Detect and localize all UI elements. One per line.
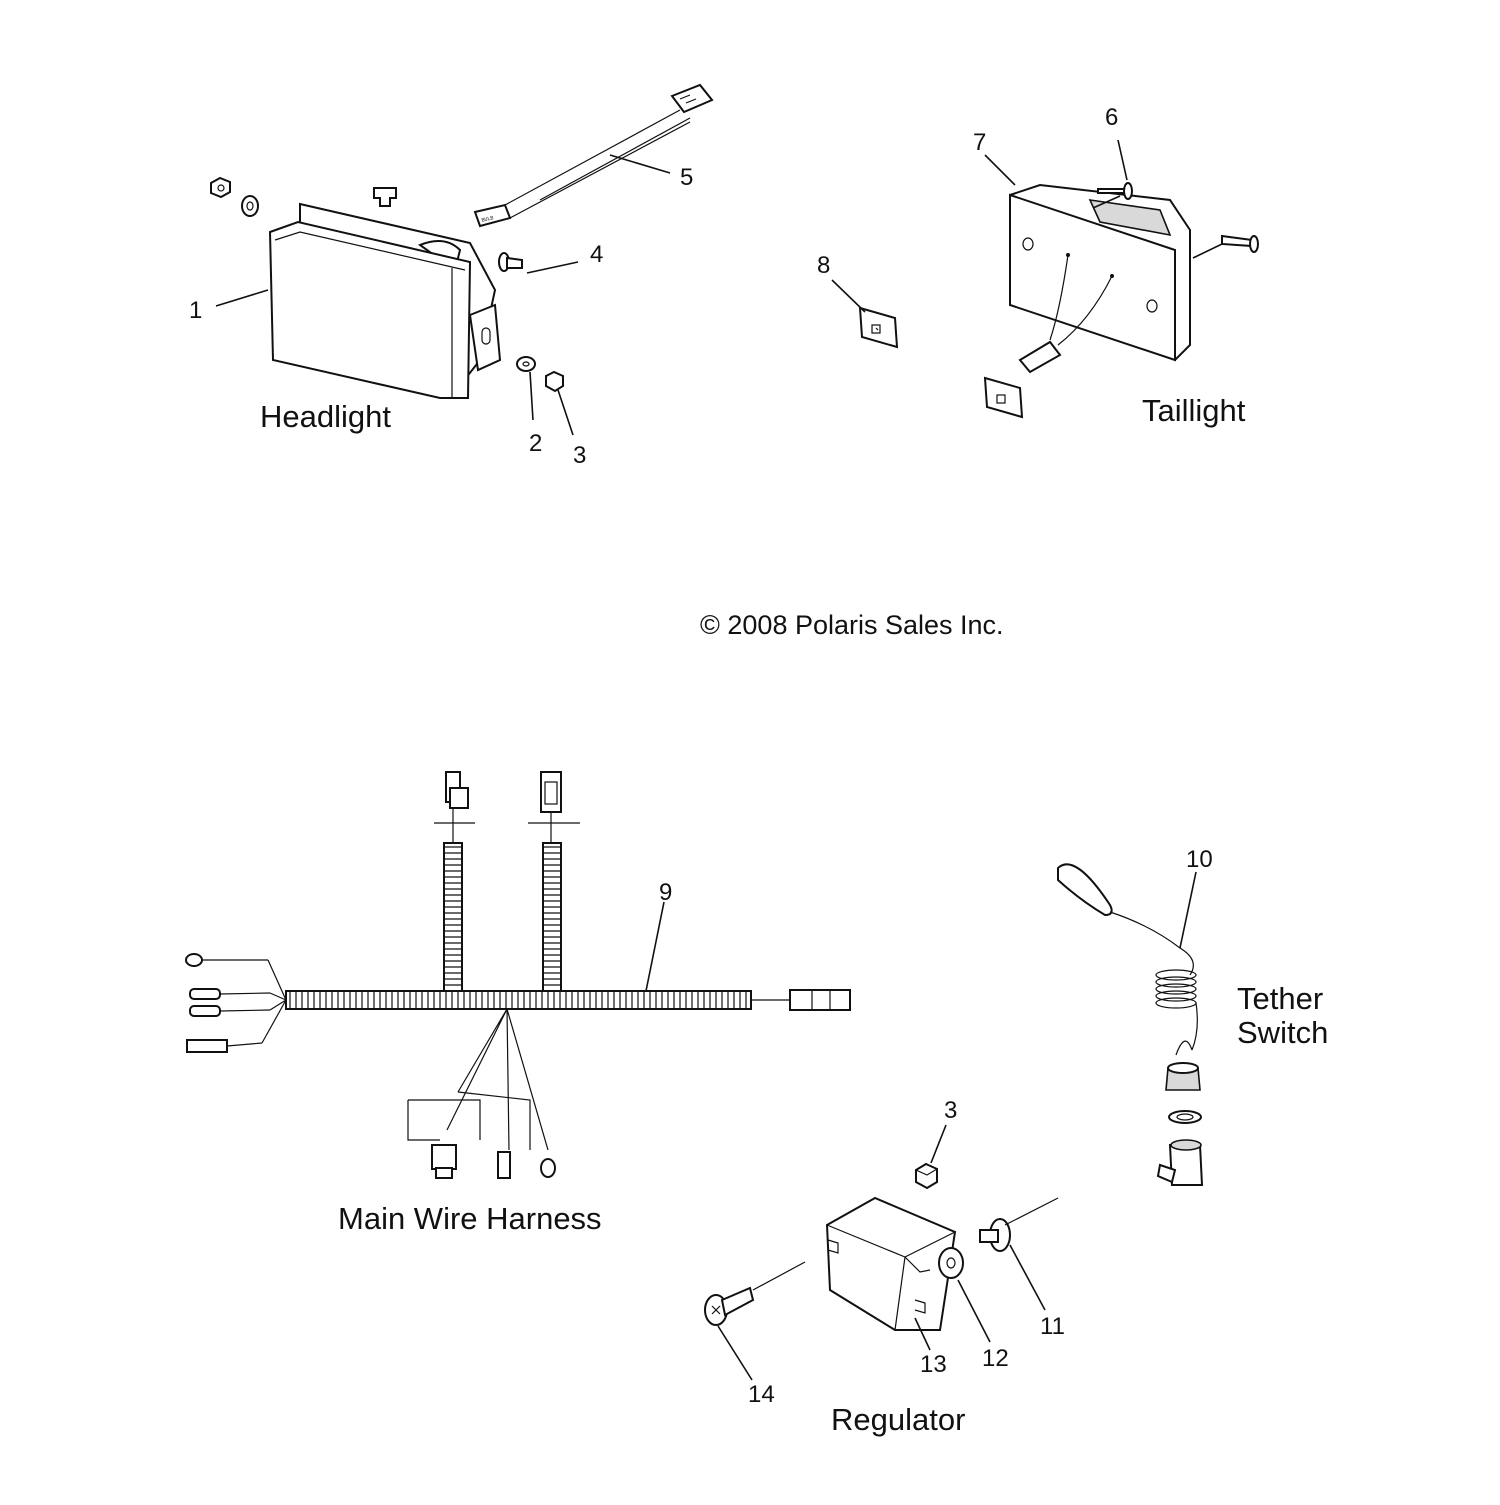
copyright-notice: © 2008 Polaris Sales Inc. <box>700 610 1004 640</box>
taillight-lens <box>1009 193 1176 362</box>
hex-nut-top <box>210 176 231 199</box>
bullet-terminal-1 <box>189 988 221 1000</box>
part-label-4: 4 <box>590 241 603 268</box>
bullet-terminal-2 <box>189 1005 221 1017</box>
part-label-10: 10 <box>1186 846 1213 873</box>
harness-branch-right <box>542 842 562 992</box>
speed-clip-lower <box>983 376 1024 419</box>
main-wire-harness-title: Main Wire Harness <box>338 1201 602 1236</box>
taillight-wires <box>1049 254 1113 346</box>
spade-terminal <box>186 1039 228 1053</box>
tether-switch-title-line1: Tether <box>1237 981 1323 1016</box>
part-label-5: 5 <box>680 164 693 191</box>
part-label-6: 6 <box>1105 104 1118 131</box>
headlight-assembly: BULB 1 2 3 4 5 Headlight <box>189 83 714 469</box>
main-wire-harness-assembly: 9 Main Wire Harness <box>185 771 851 1236</box>
bulb-tag-text: BULB <box>481 215 494 224</box>
harness-branch-ribs <box>444 846 561 986</box>
screw-6-right <box>1221 234 1253 248</box>
tether-switch-assembly: 10 Tether Switch <box>1057 846 1328 1186</box>
washer-12 <box>938 1247 964 1279</box>
part-label-8: 8 <box>817 252 830 279</box>
part-label-3: 3 <box>573 442 586 469</box>
connector-right <box>789 989 851 1011</box>
tether-switch-title-line2: Switch <box>1237 1015 1328 1050</box>
part-label-12: 12 <box>982 1345 1009 1372</box>
tether-coil <box>1155 969 1197 1009</box>
part-label-14: 14 <box>748 1381 775 1408</box>
part-label-3-regulator: 3 <box>944 1097 957 1124</box>
part-label-13: 13 <box>920 1351 947 1378</box>
regulator-body <box>825 1196 957 1331</box>
part-label-11: 11 <box>1040 1313 1065 1340</box>
headlight-title: Headlight <box>260 399 391 434</box>
ring-terminal-left <box>185 953 203 967</box>
ring-terminal-bottom <box>540 1158 556 1178</box>
washer-top <box>241 195 259 217</box>
headlight-lens <box>268 220 472 399</box>
part-label-7: 7 <box>973 129 986 156</box>
part-label-1: 1 <box>189 297 202 324</box>
tether-washer <box>1168 1110 1202 1124</box>
bulb-connector <box>670 83 714 114</box>
part-label-2: 2 <box>529 430 542 457</box>
regulator-title: Regulator <box>831 1402 965 1437</box>
bulb-wire <box>504 109 691 219</box>
connector-top-right <box>540 771 562 813</box>
connector-bottom-single <box>497 1151 511 1179</box>
taillight-title: Taillight <box>1142 393 1246 428</box>
part-label-9: 9 <box>659 879 672 906</box>
push-pin <box>373 187 397 207</box>
washer-2 <box>516 356 536 372</box>
tether-switch-body <box>1168 1144 1204 1186</box>
hex-nut-3 <box>545 370 564 393</box>
regulator-assembly: 3 11 12 13 14 Regulator <box>704 1097 1065 1437</box>
harness-trunk-ribs <box>289 991 747 1009</box>
speed-clip-8 <box>858 306 899 349</box>
taillight-assembly: 6 7 8 Taillight <box>817 104 1259 428</box>
connector-bottom-multi <box>431 1144 457 1170</box>
tether-clip <box>1057 863 1113 917</box>
